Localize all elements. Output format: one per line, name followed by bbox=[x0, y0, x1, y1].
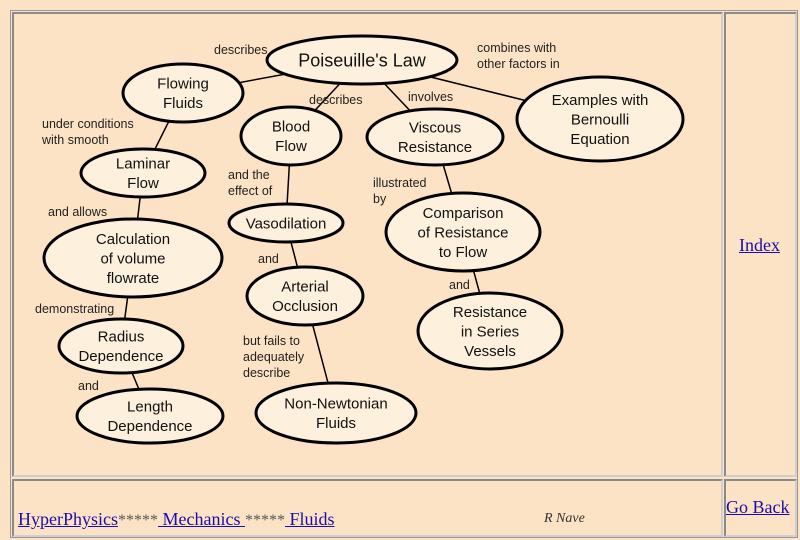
breadcrumb: HyperPhysics***** Mechanics ***** Fluids bbox=[18, 509, 335, 530]
node-ellipse bbox=[265, 34, 459, 86]
node-ellipse bbox=[245, 265, 365, 327]
index-link[interactable]: Index bbox=[739, 235, 780, 255]
concept-node-poiseuille[interactable]: Poiseuille's Law bbox=[265, 34, 459, 86]
node-ellipse bbox=[365, 107, 505, 167]
link-label: involves bbox=[408, 90, 453, 104]
node-ellipse bbox=[227, 202, 345, 244]
link-label: describes bbox=[309, 93, 363, 107]
node-ellipse bbox=[79, 147, 207, 199]
node-ellipse bbox=[42, 217, 224, 299]
link-label: demonstrating bbox=[35, 302, 114, 316]
concept-node-vaso[interactable]: Vasodilation bbox=[227, 202, 345, 244]
hyperphysics-link[interactable]: HyperPhysics bbox=[18, 509, 118, 529]
footer-cell bbox=[12, 479, 723, 537]
page-table bbox=[10, 10, 798, 538]
author: R Nave bbox=[544, 511, 585, 526]
node-ellipse bbox=[75, 387, 225, 445]
link-label: and bbox=[258, 252, 279, 266]
mechanics-link[interactable]: Mechanics bbox=[158, 509, 245, 529]
node-ellipse bbox=[239, 105, 343, 167]
index-cell bbox=[724, 12, 797, 477]
separator: ***** bbox=[244, 512, 285, 529]
node-ellipse bbox=[515, 75, 685, 163]
link-label: and bbox=[78, 379, 99, 393]
node-ellipse bbox=[416, 291, 564, 371]
node-label: Vasodilation bbox=[246, 215, 327, 232]
node-ellipse bbox=[121, 62, 245, 124]
node-ellipse bbox=[384, 191, 542, 273]
go-back-link[interactable]: Go Back bbox=[726, 497, 790, 517]
link-label: describes bbox=[214, 43, 268, 57]
link-label: and allows bbox=[48, 205, 107, 219]
link-label: and bbox=[449, 278, 470, 292]
separator: ***** bbox=[118, 512, 158, 529]
fluids-link[interactable]: Fluids bbox=[284, 509, 335, 529]
concept-map-cell bbox=[12, 12, 723, 477]
node-ellipse bbox=[254, 381, 418, 445]
node-ellipse bbox=[57, 317, 185, 375]
node-label: Poiseuille's Law bbox=[298, 50, 427, 70]
goback-cell bbox=[724, 479, 797, 537]
